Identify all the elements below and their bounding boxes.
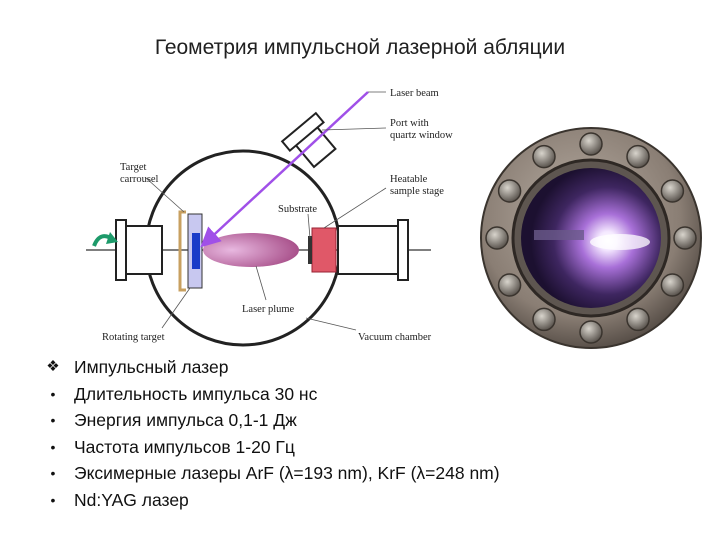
bullet-item: • Энергия импульса 0,1-1 Дж: [44, 407, 500, 434]
right-port: [337, 219, 409, 281]
vacuum-chamber-viewport-photo: [478, 124, 704, 352]
flange-bolt: [626, 307, 650, 332]
label-target-line1: Target: [120, 162, 147, 173]
bullet-item: • Частота импульсов 1-20 Гц: [44, 434, 500, 461]
dot-bullet-icon: •: [50, 491, 56, 508]
flange-bolt: [532, 307, 556, 332]
flange-bolt: [673, 226, 697, 250]
heatable-sample-stage: [308, 227, 337, 273]
label-heatable-line1: Heatable: [390, 174, 428, 185]
laser-plume: [203, 233, 299, 267]
quartz-window-port: [280, 111, 337, 169]
bullet-text: Эксимерные лазеры ArF (λ=193 nm), KrF (λ…: [74, 463, 500, 483]
flange-bolt: [497, 273, 522, 297]
pld-chamber-diagram: Laser beam Port with quartz window Targe…: [86, 88, 453, 347]
label-rotating-target: Rotating target: [102, 332, 165, 343]
flange-bolt: [660, 179, 685, 203]
diamond-bullet-icon: ❖: [46, 358, 60, 375]
flange-bolt: [626, 144, 650, 169]
flange-bolt: [660, 273, 685, 297]
page-title: Геометрия импульсной лазерной абляции: [154, 36, 566, 59]
label-vacuum-chamber: Vacuum chamber: [358, 332, 432, 343]
label-target-line2: carrousel: [120, 174, 159, 185]
flange-bolt: [579, 132, 603, 156]
bullet-item: • Длительность импульса 30 нс: [44, 381, 500, 408]
flange-bolts: [485, 132, 697, 344]
label-heatable-line2: sample stage: [390, 186, 444, 197]
bullet-item: • Nd:YAG лазер: [44, 487, 500, 514]
label-laser-plume: Laser plume: [242, 304, 295, 315]
dot-bullet-icon: •: [50, 412, 56, 428]
label-port-line1: Port with: [390, 118, 430, 129]
bullet-text: Nd:YAG лазер: [74, 489, 189, 510]
target-carrousel: [178, 210, 203, 292]
bullet-text: Длительность импульса 30 нс: [74, 383, 318, 404]
bullet-item: • Эксимерные лазеры ArF (λ=193 nm), KrF (…: [44, 460, 500, 487]
left-port: [115, 219, 163, 281]
bullet-text: Энергия импульса 0,1-1 Дж: [74, 410, 297, 430]
laser-beam: [200, 91, 369, 248]
flange-bolt: [497, 179, 522, 203]
flange-bolt: [485, 226, 509, 250]
label-port-line2: quartz window: [390, 130, 453, 141]
target: [192, 233, 200, 269]
bullet-list: ❖ Импульсный лазер • Длительность импульса…: [44, 354, 500, 514]
bullet-text: Частота импульсов 1-20 Гц: [74, 436, 295, 457]
dot-bullet-icon: •: [50, 465, 56, 481]
dot-bullet-icon: •: [50, 438, 56, 455]
flange-bolt: [532, 144, 556, 169]
bullet-text: Импульсный лазер: [74, 357, 229, 377]
bullet-item: ❖ Импульсный лазер: [44, 354, 500, 381]
dot-bullet-icon: •: [50, 385, 56, 402]
viewport-window: [521, 168, 661, 308]
substrate: [308, 236, 312, 264]
flange-bolt: [579, 320, 603, 344]
label-substrate: Substrate: [278, 204, 317, 215]
label-laser-beam: Laser beam: [390, 88, 439, 99]
